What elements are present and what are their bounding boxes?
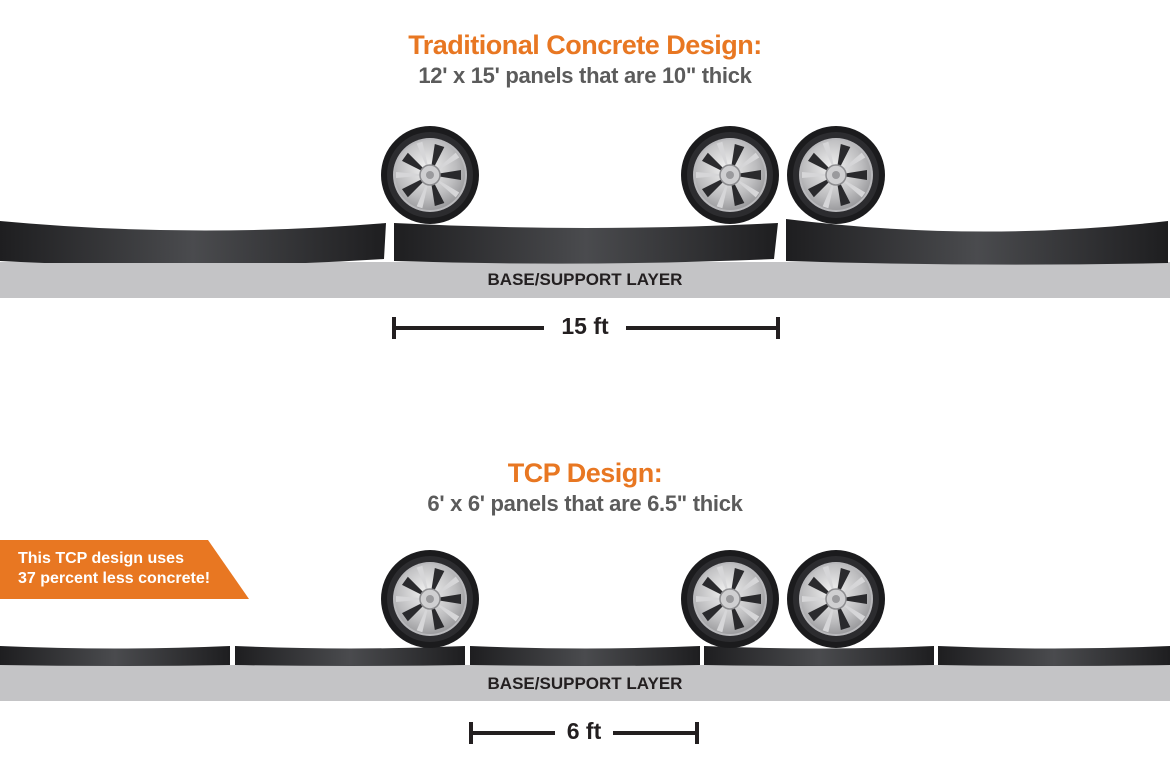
base-support-layer-bottom: BASE/SUPPORT LAYER — [0, 665, 1170, 701]
callout-line-1: This TCP design uses — [18, 550, 184, 567]
callout-banner: This TCP design uses 37 percent less con… — [0, 540, 250, 599]
traditional-design-title: Traditional Concrete Design: — [408, 30, 762, 60]
tire-wheel-icon — [786, 125, 886, 225]
tcp-design-subtitle: 6' x 6' panels that are 6.5" thick — [427, 491, 743, 516]
tcp-panel — [0, 645, 232, 667]
concrete-panel — [784, 215, 1170, 265]
concrete-panel — [392, 215, 782, 265]
dimension-15ft: 15 ft — [392, 313, 780, 340]
tcp-panel — [235, 645, 467, 667]
tcp-panel — [938, 645, 1170, 667]
tcp-design-title: TCP Design: — [507, 458, 663, 488]
traditional-design-subtitle: 12' x 15' panels that are 10" thick — [418, 63, 752, 88]
callout-text: This TCP design uses 37 percent less con… — [18, 549, 210, 589]
tire-wheel-icon — [380, 125, 480, 225]
tcp-panel — [704, 645, 936, 667]
base-support-layer-top: BASE/SUPPORT LAYER — [0, 262, 1170, 298]
dimension-tick-right — [776, 317, 780, 339]
tire-wheel-icon — [380, 549, 480, 649]
base-layer-label: BASE/SUPPORT LAYER — [487, 674, 683, 693]
tire-wheel-icon — [680, 125, 780, 225]
tire-wheel-icon — [786, 549, 886, 649]
dimension-label: 6 ft — [555, 718, 613, 745]
concrete-panel — [0, 213, 388, 263]
dimension-label: 15 ft — [544, 313, 626, 340]
tire-wheel-icon — [680, 549, 780, 649]
tcp-panel — [470, 645, 702, 667]
callout-line-2: 37 percent less concrete! — [18, 570, 211, 587]
dimension-6ft: 6 ft — [469, 718, 699, 745]
dimension-tick-right — [695, 722, 699, 744]
base-layer-label: BASE/SUPPORT LAYER — [487, 270, 683, 289]
